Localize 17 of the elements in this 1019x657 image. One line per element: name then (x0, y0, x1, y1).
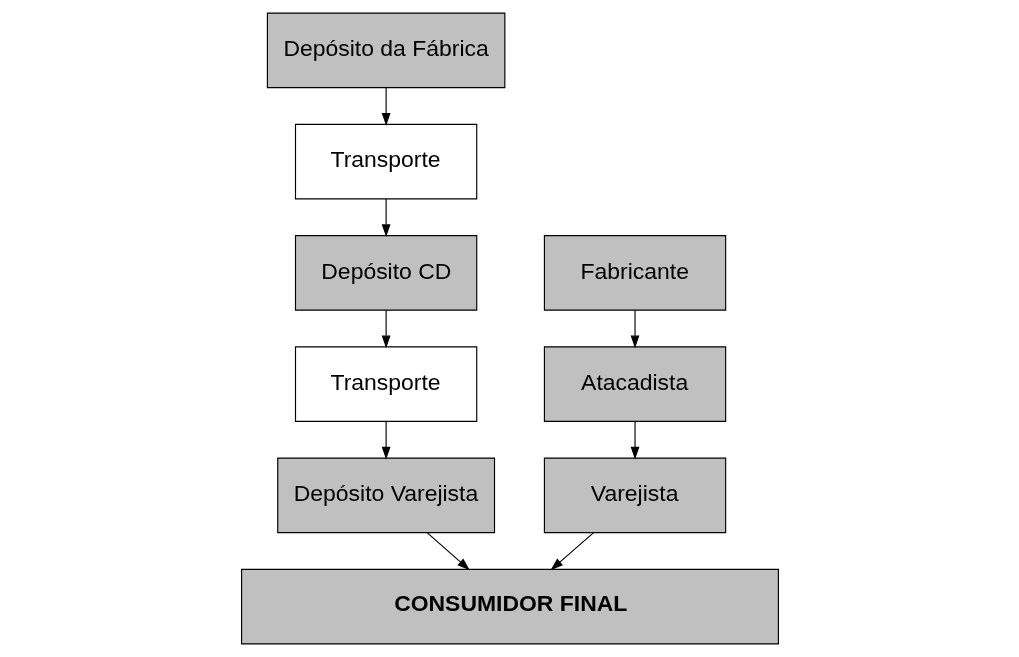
node-box: Fabricante (543, 235, 726, 311)
node-box: Depósito da Fábrica (266, 12, 505, 89)
arrow (630, 309, 639, 349)
arrow (381, 309, 391, 349)
node-box: Depósito CD (294, 235, 477, 311)
arrow (381, 198, 391, 237)
arrow (550, 532, 594, 571)
node-box: CONSUMIDOR FINAL (240, 568, 779, 645)
node-box: Varejista (543, 457, 726, 534)
arrow (630, 421, 639, 460)
arrow (426, 532, 470, 571)
arrow (381, 87, 391, 126)
node-box: Atacadista (543, 346, 726, 422)
node-box: Transporte (294, 346, 477, 422)
arrow (381, 421, 391, 460)
node-box: Transporte (294, 123, 477, 200)
node-box: Depósito Varejista (276, 457, 495, 534)
